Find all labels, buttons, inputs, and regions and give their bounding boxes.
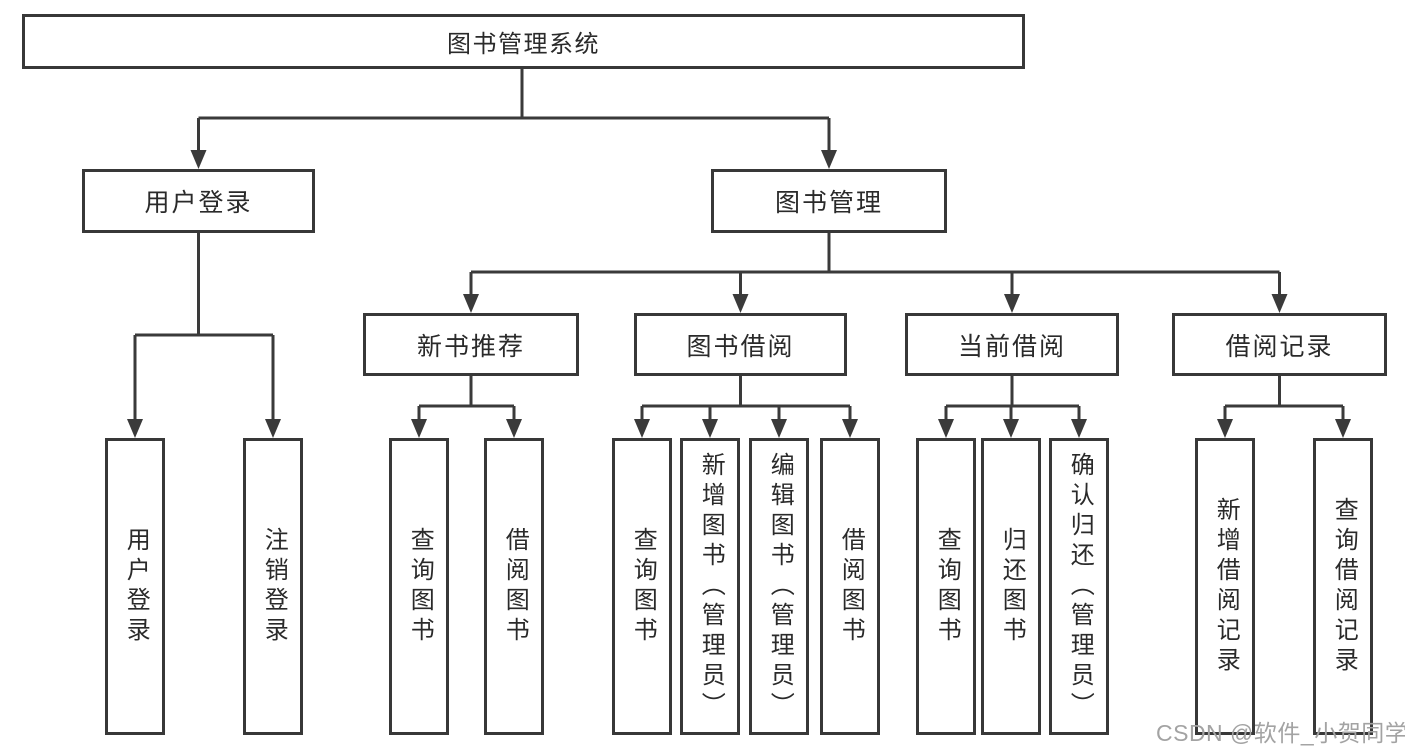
node-label: 当前借阅 [957,332,1066,361]
leaf-edit-books-admin: 编辑图书（管理员） [749,438,809,735]
node-label: 新书推荐 [416,332,525,361]
node-label: 借阅图书 [837,526,865,647]
node-library-system: 图书管理系统 [22,14,1025,69]
node-label: 归还图书 [998,526,1026,647]
node-user-login: 用户登录 [82,169,315,233]
node-label: 借阅图书 [501,526,529,647]
node-new-book-recommend: 新书推荐 [363,313,579,376]
leaf-add-books-admin: 新增图书（管理员） [680,438,740,735]
leaf-query-books-current: 查询图书 [916,438,976,735]
leaf-return-books: 归还图书 [981,438,1041,735]
node-label: 确认归还（管理员） [1066,451,1094,722]
leaf-user-login: 用户登录 [105,438,165,735]
node-label: 用户登录 [144,189,253,217]
node-label: 用户登录 [122,526,150,647]
csdn-watermark: CSDN @软件_小贺同学 [1156,720,1405,746]
leaf-query-books-recommend: 查询图书 [389,438,449,735]
node-label: 图书管理系统 [447,31,600,58]
leaf-query-borrow-record: 查询借阅记录 [1313,438,1373,735]
node-book-borrow: 图书借阅 [634,313,847,376]
node-label: 查询图书 [406,526,434,647]
node-label: 注销登录 [260,526,288,647]
node-label: 新增图书（管理员） [697,451,725,722]
node-borrow-records: 借阅记录 [1172,313,1387,376]
node-current-borrow: 当前借阅 [905,313,1119,376]
node-label: 图书管理 [774,189,883,217]
leaf-query-books-borrow: 查询图书 [612,438,672,735]
leaf-confirm-return-admin: 确认归还（管理员） [1049,438,1109,735]
node-book-management: 图书管理 [711,169,947,233]
node-label: 借阅记录 [1225,332,1334,361]
leaf-borrow-books-recommend: 借阅图书 [484,438,544,735]
node-label: 查询图书 [629,526,657,647]
leaf-logout: 注销登录 [243,438,303,735]
node-label: 编辑图书（管理员） [766,451,794,722]
leaf-borrow-books: 借阅图书 [820,438,880,735]
node-label: 查询借阅记录 [1330,496,1358,677]
leaf-add-borrow-record: 新增借阅记录 [1195,438,1255,735]
node-label: 图书借阅 [686,332,795,361]
node-label: 新增借阅记录 [1212,496,1240,677]
node-label: 查询图书 [933,526,961,647]
